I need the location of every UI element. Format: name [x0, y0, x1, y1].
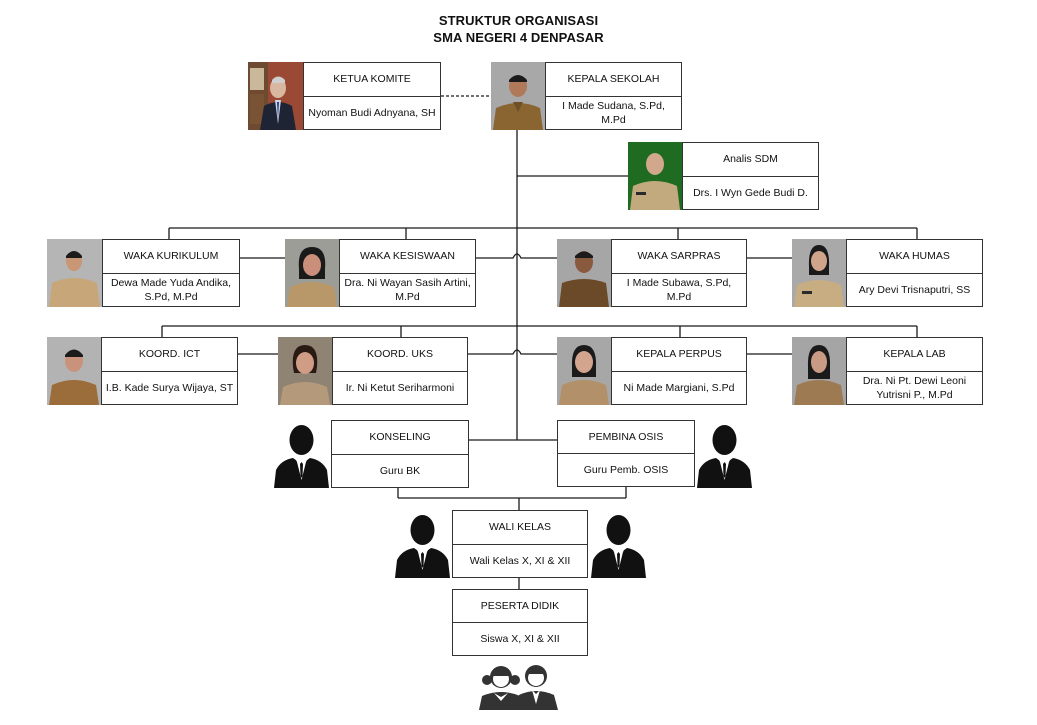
photo-man-uniform-icon [491, 62, 545, 130]
role-label: WAKA HUMAS [847, 240, 982, 274]
node-card: PESERTA DIDIK Siswa X, XI & XII [452, 589, 588, 656]
person-name: Ni Made Margiani, S.Pd [623, 381, 735, 394]
node-kepala-perpus[interactable]: KEPALA PERPUS Ni Made Margiani, S.Pd [557, 337, 747, 405]
person-silhouette-icon [590, 510, 647, 578]
person-name: I.B. Kade Surya Wijaya, ST [105, 381, 234, 394]
node-wali-kelas[interactable]: WALI KELAS Wali Kelas X, XI & XII [452, 510, 588, 578]
node-waka-sarpras[interactable]: WAKA SARPRAS I Made Subawa, S.Pd, M.Pd [557, 239, 747, 307]
role-label: KONSELING [332, 421, 468, 455]
node-waka-kesiswaan[interactable]: WAKA KESISWAAN Dra. Ni Wayan Sasih Artin… [285, 239, 476, 307]
node-ketua-komite[interactable]: KETUA KOMITE Nyoman Budi Adnyana, SH [248, 62, 441, 130]
person-name: Ary Devi Trisnaputri, SS [858, 283, 971, 296]
node-card: Analis SDM Drs. I Wyn Gede Budi D. [682, 142, 819, 210]
node-peserta-didik[interactable]: PESERTA DIDIK Siswa X, XI & XII [452, 589, 588, 656]
title-line-1: STRUKTUR ORGANISASI [438, 13, 599, 28]
role-label: Analis SDM [683, 143, 818, 177]
node-koord-uks[interactable]: KOORD. UKS Ir. Ni Ketut Seriharmoni [278, 337, 468, 405]
node-konseling[interactable]: KONSELING Guru BK [331, 420, 469, 488]
photo-man-uniform-icon [47, 337, 101, 405]
person-name: Wali Kelas X, XI & XII [469, 554, 571, 567]
role-label: PESERTA DIDIK [453, 590, 587, 623]
node-card: WAKA SARPRAS I Made Subawa, S.Pd, M.Pd [611, 239, 747, 307]
node-card: PEMBINA OSIS Guru Pemb. OSIS [557, 420, 695, 487]
role-label: KOORD. ICT [102, 338, 237, 372]
person-name: Dra. Ni Wayan Sasih Artini, M.Pd [344, 276, 471, 303]
person-name: Nyoman Budi Adnyana, SH [308, 106, 436, 119]
role-label: KEPALA LAB [847, 338, 982, 372]
node-card: WALI KELAS Wali Kelas X, XI & XII [452, 510, 588, 578]
role-label: WAKA KURIKULUM [103, 240, 239, 274]
person-name: I Made Sudana, S.Pd, M.Pd [562, 99, 665, 126]
photo-man-uniform-icon [557, 239, 611, 307]
person-name: Drs. I Wyn Gede Budi D. [693, 186, 808, 199]
node-waka-humas[interactable]: WAKA HUMAS Ary Devi Trisnaputri, SS [792, 239, 983, 307]
node-card: WAKA HUMAS Ary Devi Trisnaputri, SS [846, 239, 983, 307]
node-koord-ict[interactable]: KOORD. ICT I.B. Kade Surya Wijaya, ST [47, 337, 238, 405]
photo-woman-uniform-icon [278, 337, 332, 405]
node-card: KOORD. UKS Ir. Ni Ketut Seriharmoni [332, 337, 468, 405]
person-silhouette-icon [394, 510, 451, 578]
title-line-2: SMA NEGERI 4 DENPASAR [433, 30, 604, 45]
node-card: WAKA KESISWAAN Dra. Ni Wayan Sasih Artin… [339, 239, 476, 307]
photo-woman-uniform-icon [557, 337, 611, 405]
person-silhouette-icon [273, 420, 330, 488]
photo-man-uniform-green-bg-icon [628, 142, 682, 210]
chart-title: STRUKTUR ORGANISASI SMA NEGERI 4 DENPASA… [0, 12, 1037, 46]
node-card: KETUA KOMITE Nyoman Budi Adnyana, SH [303, 62, 441, 130]
person-name: I Made Subawa, S.Pd, M.Pd [626, 276, 732, 303]
photo-woman-uniform-icon [792, 337, 846, 405]
node-card: KONSELING Guru BK [331, 420, 469, 488]
students-icon [474, 660, 566, 710]
node-waka-kurikulum[interactable]: WAKA KURIKULUM Dewa Made Yuda Andika, S.… [47, 239, 240, 307]
role-label: WAKA KESISWAAN [340, 240, 475, 274]
role-label: KETUA KOMITE [304, 63, 440, 97]
photo-man-uniform-icon [47, 239, 102, 307]
role-label: KOORD. UKS [333, 338, 467, 372]
node-analis-sdm[interactable]: Analis SDM Drs. I Wyn Gede Budi D. [628, 142, 819, 210]
person-name: Guru BK [379, 464, 421, 477]
role-label: PEMBINA OSIS [558, 421, 694, 454]
person-name: Dewa Made Yuda Andika, S.Pd, M.Pd [110, 276, 232, 303]
person-name: Siswa X, XI & XII [480, 633, 560, 645]
person-name: Dra. Ni Pt. Dewi Leoni Yutrisni P., M.Pd [862, 374, 967, 401]
node-kepala-lab[interactable]: KEPALA LAB Dra. Ni Pt. Dewi Leoni Yutris… [792, 337, 983, 405]
person-silhouette-icon [696, 420, 753, 488]
node-kepala-sekolah[interactable]: KEPALA SEKOLAH I Made Sudana, S.Pd, M.Pd [491, 62, 682, 130]
role-label: KEPALA PERPUS [612, 338, 746, 372]
photo-woman-uniform-icon [792, 239, 846, 307]
role-label: WAKA SARPRAS [612, 240, 746, 274]
person-name: Guru Pemb. OSIS [583, 464, 669, 476]
role-label: WALI KELAS [453, 511, 587, 545]
node-card: KEPALA SEKOLAH I Made Sudana, S.Pd, M.Pd [545, 62, 682, 130]
photo-man-suit-icon [248, 62, 303, 130]
node-pembina-osis[interactable]: PEMBINA OSIS Guru Pemb. OSIS [557, 420, 695, 487]
role-label: KEPALA SEKOLAH [546, 63, 681, 97]
person-name: Ir. Ni Ketut Seriharmoni [345, 381, 455, 394]
node-card: KOORD. ICT I.B. Kade Surya Wijaya, ST [101, 337, 238, 405]
node-card: KEPALA LAB Dra. Ni Pt. Dewi Leoni Yutris… [846, 337, 983, 405]
node-card: KEPALA PERPUS Ni Made Margiani, S.Pd [611, 337, 747, 405]
photo-woman-uniform-icon [285, 239, 339, 307]
node-card: WAKA KURIKULUM Dewa Made Yuda Andika, S.… [102, 239, 240, 307]
